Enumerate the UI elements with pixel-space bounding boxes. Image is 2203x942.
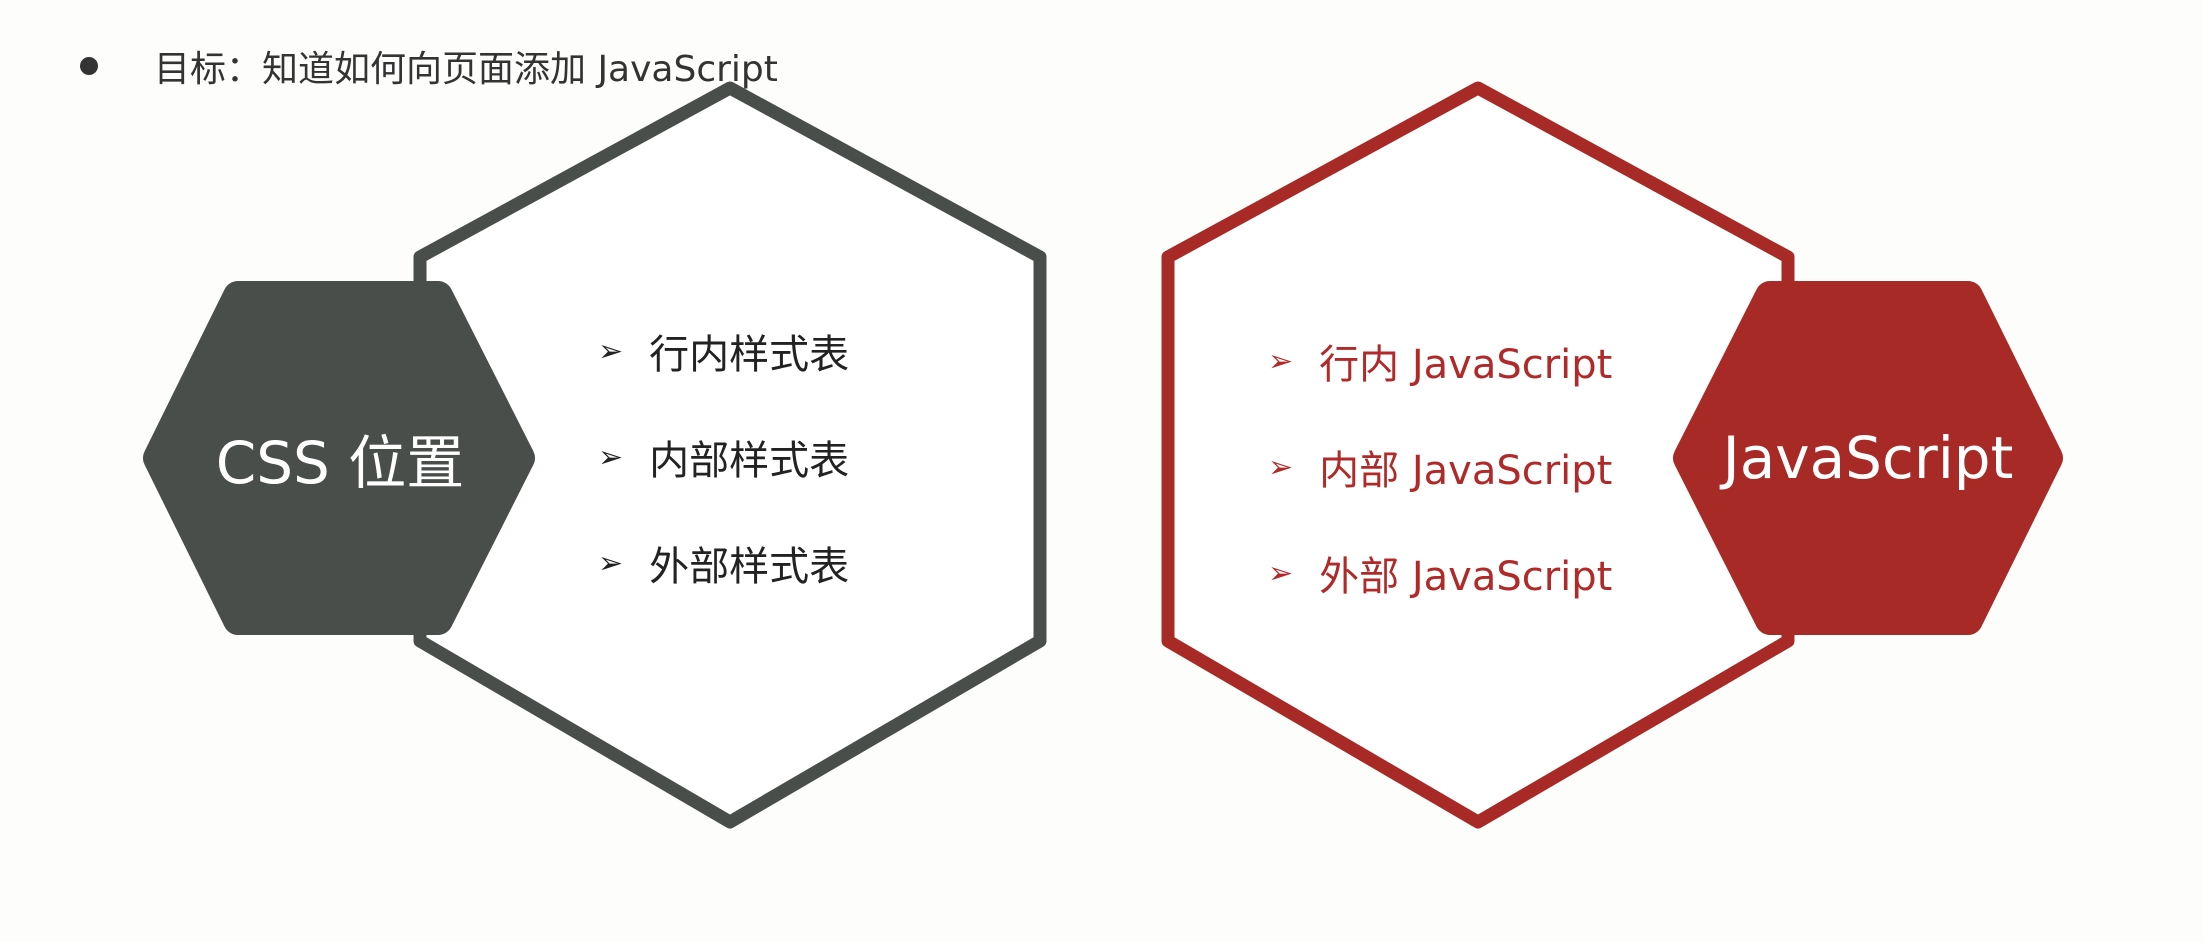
list-item: ➢内部 JavaScript: [1268, 448, 1613, 494]
arrowhead-icon: ➢: [598, 333, 624, 369]
list-item: ➢外部样式表: [598, 544, 850, 590]
list-item: ➢行内 JavaScript: [1268, 342, 1613, 388]
list-item: ➢行内样式表: [598, 332, 850, 378]
arrowhead-icon: ➢: [1268, 449, 1294, 485]
css-filled-hexagon: [143, 281, 535, 635]
js-outline-hexagon: [1161, 81, 1795, 829]
arrowhead-icon: ➢: [1268, 343, 1294, 379]
bullet-dot-icon: [80, 57, 98, 75]
arrowhead-icon: ➢: [598, 439, 624, 475]
arrowhead-icon: ➢: [1268, 555, 1294, 591]
list-item: ➢内部样式表: [598, 438, 850, 484]
css-outline-hexagon: [413, 81, 1047, 829]
css-location-list: ➢行内样式表 ➢内部样式表 ➢外部样式表: [598, 298, 849, 616]
js-filled-hexagon: [1673, 281, 2063, 635]
arrowhead-icon: ➢: [598, 545, 624, 581]
list-item: ➢外部 JavaScript: [1268, 554, 1613, 600]
js-group-title: JavaScript: [1722, 424, 2014, 492]
js-location-list: ➢行内 JavaScript ➢内部 JavaScript ➢外部 JavaSc…: [1268, 308, 1612, 626]
goal-line: 目标：知道如何向页面添加 JavaScript: [80, 40, 778, 92]
css-group-title: CSS 位置: [215, 429, 465, 497]
goal-text: 目标：知道如何向页面添加 JavaScript: [154, 49, 778, 90]
